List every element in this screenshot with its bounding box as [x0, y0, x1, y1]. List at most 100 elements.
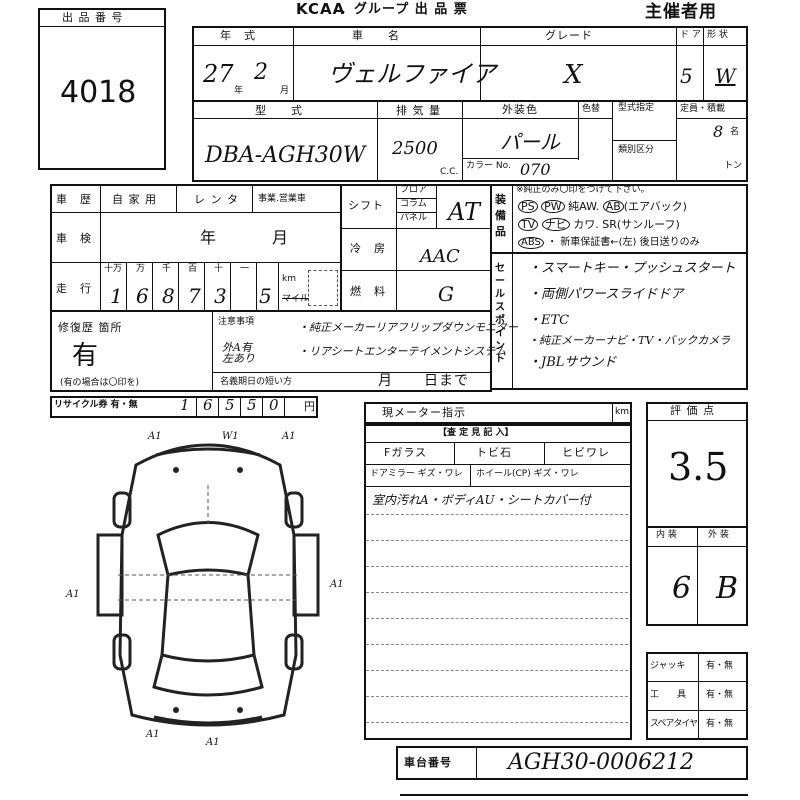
recycle-digit: 5	[247, 396, 257, 414]
damage-mark: A1	[206, 737, 220, 748]
bottom-rule	[400, 794, 748, 796]
shift-panel[interactable]: パネル	[400, 213, 428, 223]
sales-point-item: ・JBLサウンド	[528, 355, 617, 370]
history-label: 車 歴	[56, 193, 92, 206]
exterior-color: パール	[500, 130, 560, 154]
lot-number-label: 出 品 番 号	[62, 11, 124, 24]
jack-yes-no[interactable]: 有・無	[706, 661, 734, 671]
mileage-digit: 1	[110, 284, 123, 308]
eq-tv[interactable]: TV	[518, 218, 539, 231]
notes-left: 外A有 左あり	[222, 341, 255, 365]
unit-10: 十	[214, 264, 224, 274]
inspection-notes-label: 【査 定 見 記 入】	[438, 428, 514, 438]
score-label: 評 価 点	[670, 404, 715, 417]
expire-label: 名義期日の短い方	[220, 377, 293, 387]
shift-value: AT	[448, 198, 481, 226]
inspection-notes-block	[364, 424, 632, 740]
ton-unit: トン	[724, 161, 743, 171]
model-month: 2	[254, 60, 268, 85]
equipment-line-3: ABS ・ 新車保証書←(左) 後日送りのみ	[518, 237, 700, 249]
unit-100: 百	[188, 264, 198, 274]
exterior-color-label: 外装色	[502, 103, 538, 116]
notes-item: ・純正メーカーリアフリップダウンモニター	[298, 321, 518, 334]
eq-sr[interactable]: SR	[602, 218, 617, 231]
spare-yes-no[interactable]: 有・無	[706, 719, 734, 729]
eq-ab-desc: (エアバック)	[623, 200, 687, 213]
tools-yes-no[interactable]: 有・無	[706, 690, 734, 700]
body-shape: W	[715, 64, 736, 88]
repair-notes-block	[50, 310, 492, 392]
chassis-number: AGH30-0006212	[508, 750, 695, 775]
sales-point-item: ・スマートキー・プッシュスタート	[528, 261, 736, 276]
eq-abs[interactable]: ABS	[518, 237, 544, 249]
inspection-month-unit: 月	[272, 228, 290, 247]
eq-navi[interactable]: ナビ	[541, 218, 570, 231]
shift-column[interactable]: コラム	[400, 199, 427, 209]
vehicle-row-2	[192, 100, 748, 182]
repair-label: 修復歴 箇所	[58, 321, 123, 334]
mileage-digit: 8	[162, 284, 175, 308]
spare-label: スペアタイヤ	[650, 719, 698, 729]
equipment-label: 装備品	[495, 193, 507, 238]
organizer-label: 主催者用	[645, 2, 717, 22]
capacity-unit: 名	[730, 127, 740, 137]
equipment-line-1: PS PW 純AW. AB(エアバック)	[518, 200, 687, 213]
expire-month-unit: 月	[378, 373, 393, 389]
recycle-digit: 5	[225, 396, 235, 414]
color-change-label: 色替	[582, 104, 601, 114]
year-unit: 年	[234, 86, 244, 96]
history-rental[interactable]: レ ン タ	[194, 193, 239, 206]
inspection-remark: 室内汚れA・ボディAU・シートカバー付	[372, 493, 591, 507]
repair-value: 有	[72, 341, 99, 371]
repair-note: (有の場合は〇印を)	[60, 378, 140, 388]
mirror-label: ドアミラー ギズ・ワレ	[370, 469, 463, 479]
fuel-label: 燃 料	[350, 285, 386, 298]
eq-dot: ・	[547, 237, 558, 248]
color-no-label: カラー No.	[466, 161, 511, 171]
stamp-box	[308, 270, 338, 306]
displacement-label: 排 気 量	[396, 104, 441, 117]
eq-pw[interactable]: PW	[541, 200, 565, 213]
damage-mark: A1	[330, 579, 344, 590]
recycle-digit: 6	[203, 396, 213, 414]
color-number: 070	[520, 160, 551, 179]
tobi-label: トビ石	[476, 446, 512, 459]
sales-point-item: ・両側パワースライドドア	[528, 287, 684, 302]
mileage-label: 走 行	[56, 282, 92, 295]
eq-aw[interactable]: 純AW.	[568, 200, 600, 213]
damage-mark: W1	[222, 431, 239, 442]
unit-1k: 千	[162, 264, 172, 274]
equipment-line-2: TV ナビ カワ. SR(サンルーフ)	[518, 218, 680, 231]
exterior-label: 外 装	[708, 530, 729, 540]
mile-unit: マイル	[282, 294, 310, 304]
history-business[interactable]: 事業.営業車	[258, 194, 306, 204]
eq-ab[interactable]: AB	[602, 200, 624, 213]
unit-10k: 万	[136, 264, 146, 274]
car-name-label: 車 名	[352, 29, 400, 42]
chassis-block	[396, 746, 748, 780]
door-label: ド ア	[680, 30, 701, 40]
notes-label: 注意事項	[218, 317, 255, 327]
meter-block	[364, 402, 632, 424]
unit-1: 一	[240, 264, 250, 274]
meter-label: 現メーター指示	[382, 406, 466, 419]
exterior-score: B	[716, 571, 739, 606]
year-label: 年 式	[220, 29, 256, 42]
shift-floor[interactable]: フロア	[400, 185, 428, 195]
recycle-digit: 1	[180, 396, 190, 414]
eq-sr-desc: (サンルーフ)	[616, 218, 680, 231]
eq-ps[interactable]: PS	[518, 200, 538, 213]
eq-leather[interactable]: カワ.	[573, 218, 599, 231]
shift-label: シフト	[348, 199, 384, 212]
history-private[interactable]: 自 家 用	[112, 193, 157, 206]
damage-mark: A1	[66, 589, 80, 600]
fglass-label: Fガラス	[384, 446, 428, 459]
km-unit: km	[282, 274, 296, 284]
sales-point-item: ・ETC	[528, 313, 570, 328]
meter-unit: km	[615, 407, 629, 417]
fuel-value: G	[438, 282, 454, 306]
mileage-digit: 5	[259, 284, 272, 308]
mileage-digit: 7	[188, 284, 201, 308]
shape-label: 形 状	[707, 30, 728, 40]
grade-value: X	[564, 60, 583, 90]
